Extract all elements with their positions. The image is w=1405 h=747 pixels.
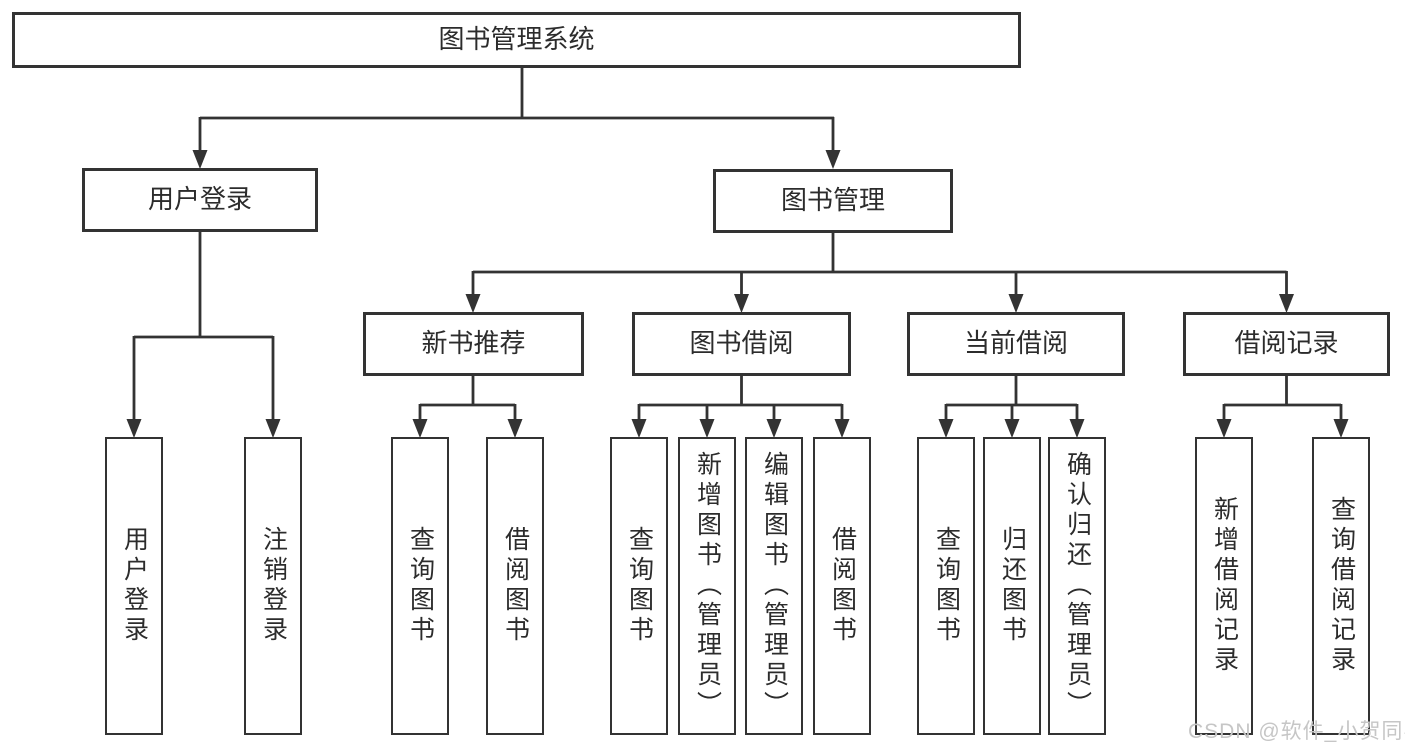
leaf-node-query-books-2: 查询图书	[610, 437, 668, 735]
level3-node-borrow-records: 借阅记录	[1183, 312, 1390, 376]
leaf-node-add-borrow-record: 新增借阅记录	[1195, 437, 1253, 735]
leaf-node-confirm-return-admin: 确认归还（管理员）	[1048, 437, 1106, 735]
leaf-node-borrow-books-2: 借阅图书	[813, 437, 871, 735]
leaf-node-borrow-books-1: 借阅图书	[486, 437, 544, 735]
leaf-node-logout: 注销登录	[244, 437, 302, 735]
level3-node-new-book-recommend: 新书推荐	[363, 312, 584, 376]
leaf-node-add-book-admin: 新增图书（管理员）	[678, 437, 736, 735]
leaf-node-query-books-3: 查询图书	[917, 437, 975, 735]
leaf-node-return-books: 归还图书	[983, 437, 1041, 735]
leaf-node-query-borrow-record: 查询借阅记录	[1312, 437, 1370, 735]
level2-node-book-management: 图书管理	[713, 169, 953, 233]
root-node-library-system: 图书管理系统	[12, 12, 1021, 68]
leaf-node-query-books-1: 查询图书	[391, 437, 449, 735]
leaf-node-edit-book-admin: 编辑图书（管理员）	[745, 437, 803, 735]
leaf-node-user-login: 用户登录	[105, 437, 163, 735]
level3-node-current-borrow: 当前借阅	[907, 312, 1125, 376]
csdn-watermark: CSDN @软件_小贺同学	[1188, 720, 1405, 743]
level3-node-book-borrow: 图书借阅	[632, 312, 851, 376]
level2-node-user-login: 用户登录	[82, 168, 318, 232]
